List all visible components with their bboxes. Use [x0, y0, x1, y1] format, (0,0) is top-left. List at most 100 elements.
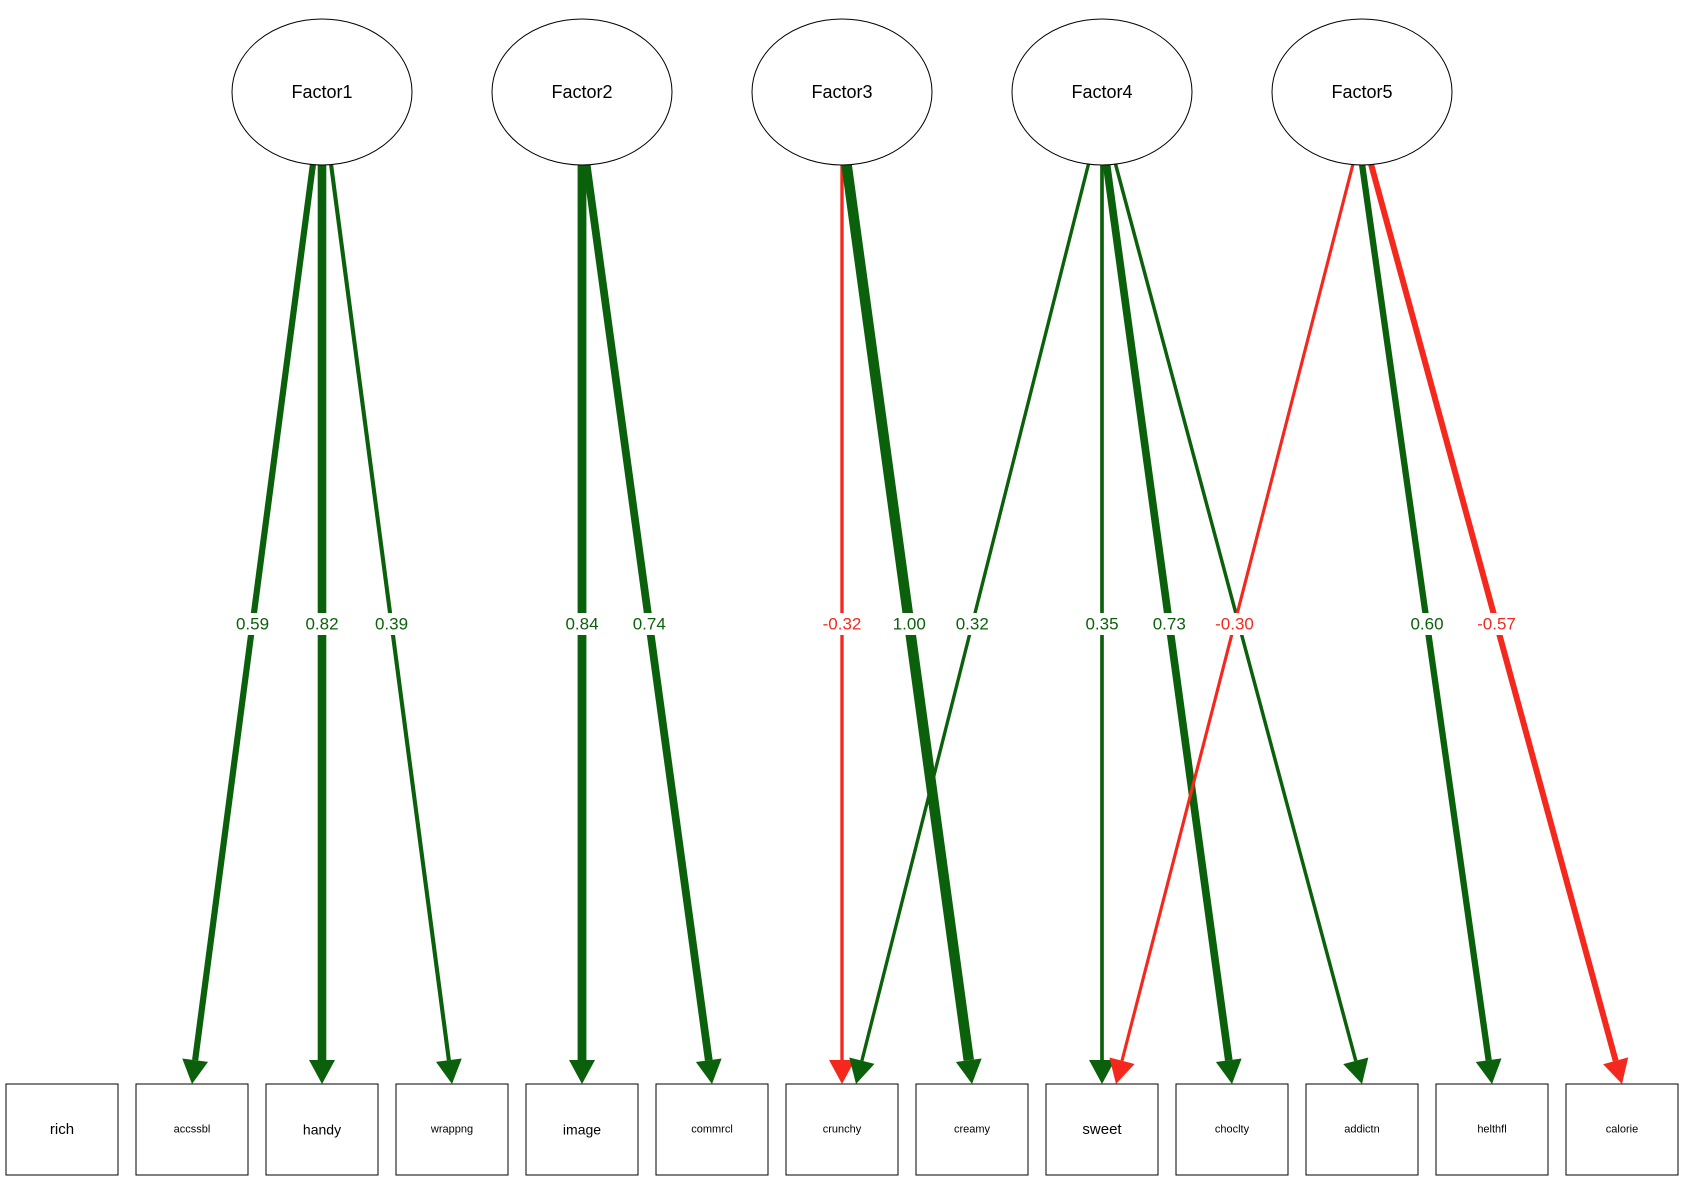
variable-box — [1175, 1083, 1289, 1176]
loading-label-f2-image: 0.84 — [565, 615, 598, 634]
loading-edge-f3-creamy — [841, 163, 974, 1061]
variable-label: image — [563, 1122, 601, 1138]
variable-label: addictn — [1344, 1124, 1379, 1136]
loading-label-f1-handy: 0.82 — [305, 615, 338, 634]
variable-box — [915, 1083, 1029, 1176]
variable-node-handy: handy — [265, 1083, 379, 1176]
loading-label-bg-f1-accssbl — [230, 613, 275, 635]
loading-label-bg-f3-creamy — [887, 613, 932, 635]
variable-label: rich — [50, 1121, 74, 1138]
loading-label-f4-crunchy: 0.32 — [956, 615, 989, 634]
factor-node-f4: Factor4 — [1011, 18, 1193, 166]
factor-node-f2: Factor2 — [491, 18, 673, 166]
variable-label: commrcl — [691, 1124, 733, 1136]
arrowhead-f1-handy — [309, 1060, 335, 1084]
loading-edge-f1-wrappng — [328, 163, 451, 1061]
variable-nodes: rich accssbl handy wrappng image commrcl crunc… — [5, 1083, 1679, 1176]
variable-box — [5, 1083, 119, 1176]
loading-label-f5-sweet: -0.30 — [1215, 615, 1254, 634]
variable-label: crunchy — [823, 1124, 862, 1136]
arrowhead-f3-creamy — [955, 1058, 982, 1084]
loading-label-f1-wrappng: 0.39 — [375, 615, 408, 634]
variable-node-helthfl: helthfl — [1435, 1083, 1549, 1176]
arrowhead-f2-commrcl — [695, 1058, 722, 1084]
variable-box — [1045, 1083, 1159, 1176]
variable-node-wrappng: wrappng — [395, 1083, 509, 1176]
loading-edge-f5-helthfl — [1358, 163, 1492, 1061]
loading-label-f4-choclty: 0.73 — [1153, 615, 1186, 634]
loading-label-bg-f2-image — [560, 613, 604, 635]
loading-edge-f5-calorie — [1368, 163, 1619, 1062]
variable-node-rich: rich — [5, 1083, 119, 1176]
loading-label-f3-creamy: 1.00 — [893, 615, 926, 634]
arrowhead-f1-wrappng — [435, 1058, 462, 1084]
loading-label-bg-f1-handy — [300, 613, 344, 635]
loading-label-bg-f4-sweet — [1080, 613, 1124, 635]
loading-label-f2-commrcl: 0.74 — [633, 615, 666, 634]
loading-label-bg-f3-crunchy — [815, 613, 869, 635]
arrowhead-f4-addictn — [1343, 1057, 1369, 1084]
arrowhead-f5-sweet — [1109, 1057, 1135, 1084]
loading-label-bg-f5-calorie — [1469, 613, 1524, 635]
loading-label-bg-f4-choclty — [1147, 613, 1192, 635]
variable-label: accssbl — [174, 1124, 211, 1136]
factor-label: Factor4 — [1071, 82, 1132, 102]
variable-box — [1305, 1083, 1419, 1176]
variable-box — [1565, 1083, 1679, 1176]
variable-label: handy — [303, 1122, 341, 1138]
arrowhead-f4-choclty — [1215, 1058, 1242, 1084]
arrowhead-f1-accssbl — [182, 1058, 209, 1084]
variable-label: helthfl — [1477, 1124, 1506, 1136]
variable-node-calorie: calorie — [1565, 1083, 1679, 1176]
variable-node-addictn: addictn — [1305, 1083, 1419, 1176]
arrowhead-f2-image — [569, 1060, 595, 1084]
loading-label-f3-crunchy: -0.32 — [823, 615, 862, 634]
factor-ellipse — [1271, 18, 1453, 166]
factor-ellipse — [231, 18, 413, 166]
factor-ellipse — [491, 18, 673, 166]
factor-ellipse — [751, 18, 933, 166]
loading-edges — [182, 163, 1629, 1084]
variable-box — [265, 1083, 379, 1176]
arrowhead-f5-helthfl — [1475, 1058, 1502, 1084]
factor-nodes: Factor1 Factor2 Factor3 Factor4 Factor5 — [231, 18, 1453, 166]
variable-node-image: image — [525, 1083, 639, 1176]
variable-node-accssbl: accssbl — [135, 1083, 249, 1176]
variable-label: calorie — [1606, 1124, 1638, 1136]
loading-label-bg-f2-commrcl — [627, 613, 672, 635]
variable-label: sweet — [1082, 1121, 1122, 1138]
loading-edge-f4-choclty — [1102, 163, 1233, 1061]
variable-box — [655, 1083, 769, 1176]
factor-node-f1: Factor1 — [231, 18, 413, 166]
factor-label: Factor5 — [1331, 82, 1392, 102]
loading-label-f4-sweet: 0.35 — [1085, 615, 1118, 634]
variable-box — [785, 1083, 899, 1176]
factor-ellipse — [1011, 18, 1193, 166]
arrowhead-f4-crunchy — [849, 1057, 875, 1084]
loading-edge-f1-accssbl — [192, 163, 317, 1061]
arrowhead-f4-sweet — [1089, 1060, 1115, 1084]
loading-label-bg-f4-crunchy — [950, 613, 995, 635]
variable-node-crunchy: crunchy — [785, 1083, 899, 1176]
loading-edge-f5-sweet — [1120, 163, 1355, 1062]
variable-box — [395, 1083, 509, 1176]
loading-label-bg-f5-sweet — [1207, 613, 1262, 635]
factor-node-f3: Factor3 — [751, 18, 933, 166]
loading-label-bg-f5-helthfl — [1405, 613, 1449, 635]
variable-label: creamy — [954, 1124, 991, 1136]
factor-label: Factor1 — [291, 82, 352, 102]
variable-node-choclty: choclty — [1175, 1083, 1289, 1176]
variable-label: wrappng — [430, 1124, 473, 1136]
loading-label-f5-calorie: -0.57 — [1477, 615, 1516, 634]
loading-label-f5-helthfl: 0.60 — [1410, 615, 1443, 634]
loading-edge-f4-crunchy — [860, 163, 1091, 1062]
variable-label: choclty — [1215, 1124, 1250, 1136]
variable-box — [525, 1083, 639, 1176]
variable-box — [135, 1083, 249, 1176]
arrowhead-f3-crunchy — [829, 1060, 855, 1084]
loading-edge-f2-commrcl — [582, 163, 713, 1061]
factor-label: Factor2 — [551, 82, 612, 102]
factor-label: Factor3 — [811, 82, 872, 102]
